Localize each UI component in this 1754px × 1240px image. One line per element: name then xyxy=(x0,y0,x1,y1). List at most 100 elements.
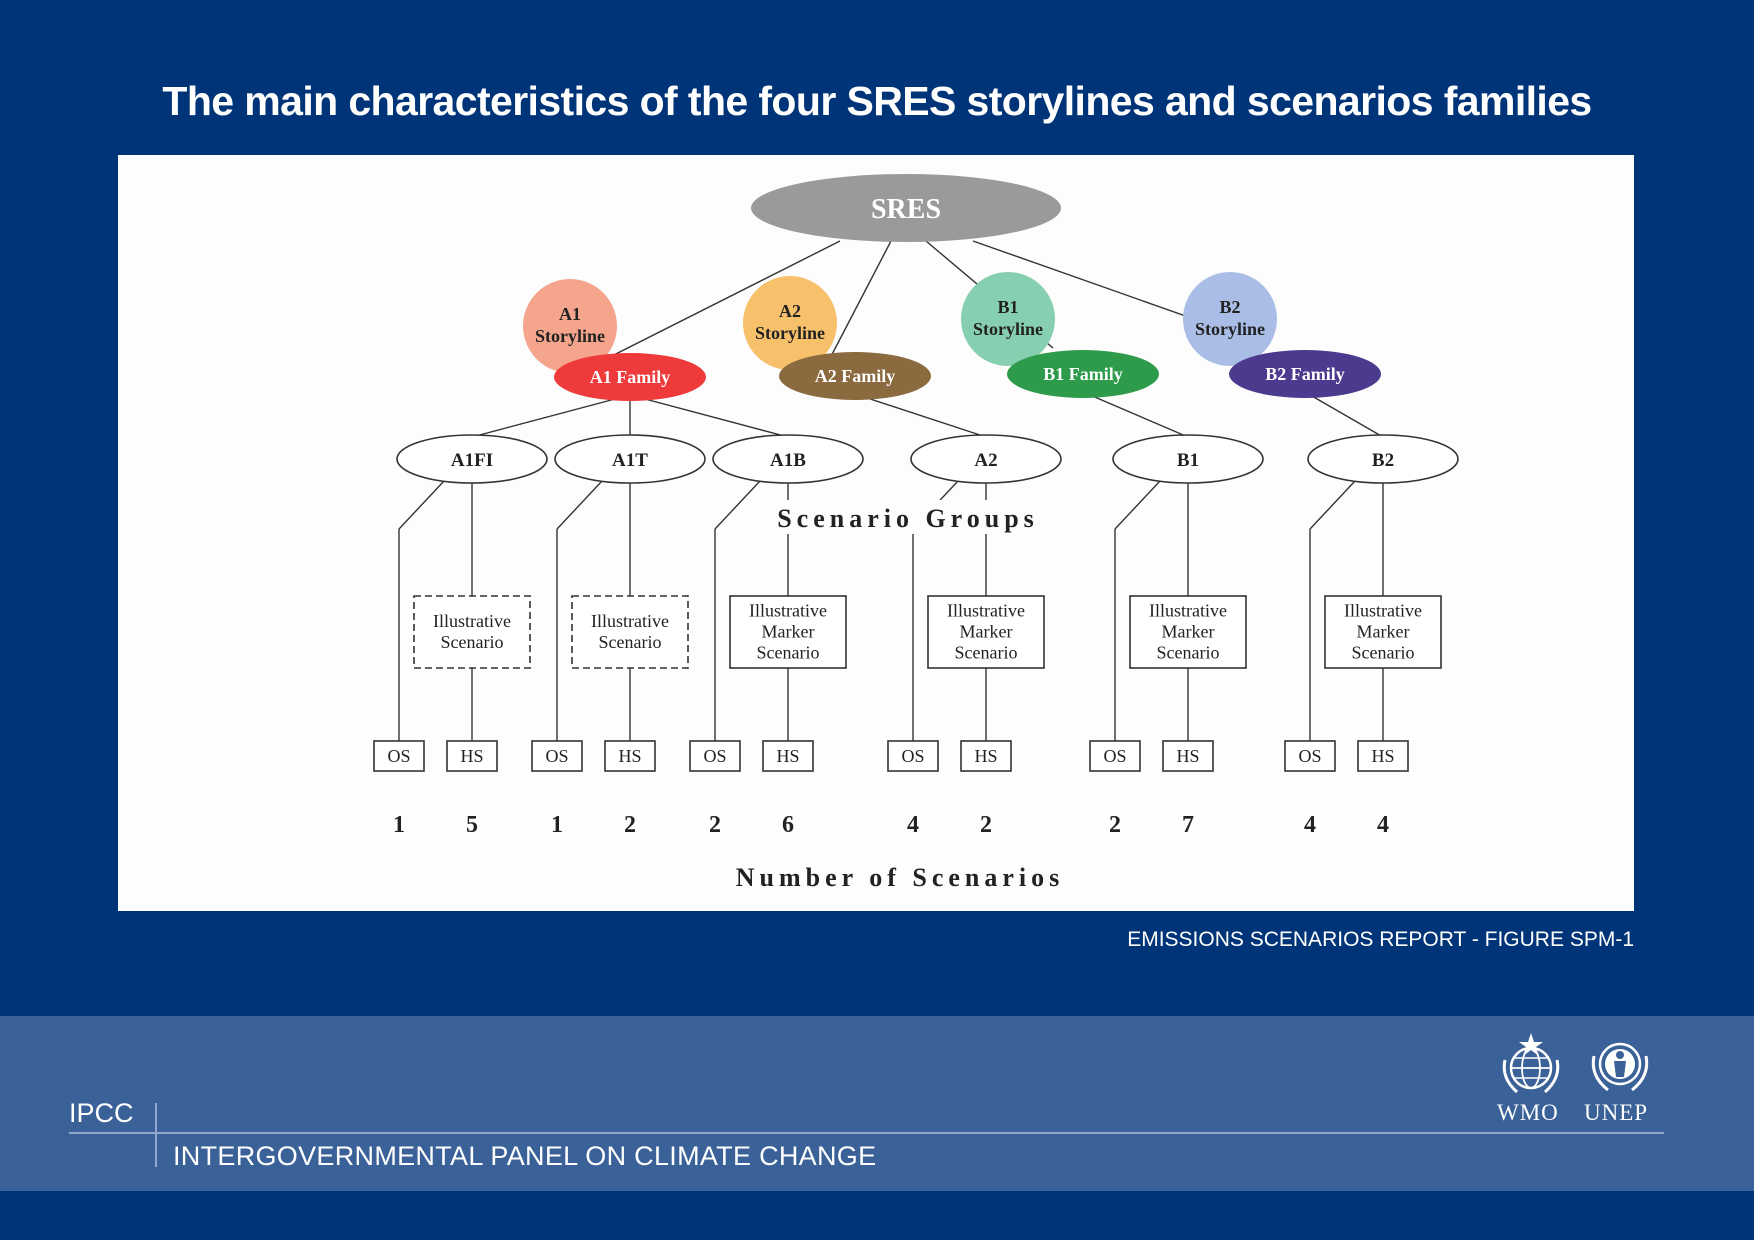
scenario-group-label: A1B xyxy=(770,450,806,471)
os-label: OS xyxy=(387,746,410,766)
illustrative-scenario-label: Scenario xyxy=(441,632,504,652)
os-scenario-count: 2 xyxy=(1109,812,1121,838)
os-scenario-count: 1 xyxy=(393,812,405,838)
illustrative-scenario-box xyxy=(927,595,1045,669)
scenario-group-label: B2 xyxy=(1372,450,1394,471)
family-to-group-line xyxy=(629,394,789,438)
os-box xyxy=(1089,740,1141,772)
illustrative-scenario-box xyxy=(413,595,531,669)
family-ellipse xyxy=(779,352,931,400)
hs-label: HS xyxy=(974,746,997,766)
root-to-family-line xyxy=(589,240,841,368)
family-to-group-line xyxy=(1082,391,1189,438)
illustrative-scenario-label: Illustrative xyxy=(749,601,827,621)
illustrative-scenario-label: Illustrative xyxy=(591,611,669,631)
family-to-group-line xyxy=(1304,391,1384,438)
unep-label: UNEP xyxy=(1584,1100,1649,1125)
group-to-os-line xyxy=(556,480,603,530)
root-to-family-line xyxy=(826,240,892,365)
illustrative-scenario-label: Scenario xyxy=(1157,643,1220,663)
footer-band xyxy=(0,1016,1754,1191)
ipcc-full-name: INTERGOVERNMENTAL PANEL ON CLIMATE CHANG… xyxy=(173,1141,877,1171)
scenario-group-ellipse xyxy=(1307,434,1459,484)
illustrative-scenario-label: Scenario xyxy=(1352,643,1415,663)
illustrative-scenario-label: Illustrative xyxy=(1344,601,1422,621)
os-scenario-count: 2 xyxy=(709,812,721,838)
os-box xyxy=(887,740,939,772)
hs-scenario-count: 4 xyxy=(1377,812,1389,838)
scenario-group-ellipse xyxy=(1112,434,1264,484)
scenario-groups-label: Scenario Groups xyxy=(777,504,1039,533)
family-label: B2 Family xyxy=(1265,364,1345,384)
wmo-emblem-icon xyxy=(1502,1033,1560,1094)
storyline-circle xyxy=(523,279,617,373)
sres-root-label: SRES xyxy=(871,194,941,225)
ipcc-abbreviation: IPCC xyxy=(69,1098,134,1128)
os-box xyxy=(689,740,741,772)
slide-title: The main characteristics of the four SRE… xyxy=(162,78,1592,124)
family-ellipse xyxy=(1007,350,1159,398)
illustrative-scenario-label: Marker xyxy=(960,622,1013,642)
unep-emblem-icon xyxy=(1591,1042,1649,1092)
os-box xyxy=(373,740,425,772)
storyline-circle xyxy=(743,276,837,370)
storyline-circle xyxy=(1183,272,1277,366)
hs-label: HS xyxy=(460,746,483,766)
family-label: A1 Family xyxy=(590,367,671,387)
hs-box xyxy=(1357,740,1409,772)
family-to-group-line xyxy=(854,393,987,438)
os-label: OS xyxy=(1103,746,1126,766)
illustrative-scenario-label: Marker xyxy=(762,622,815,642)
os-label: OS xyxy=(545,746,568,766)
storyline-label: Storyline xyxy=(973,319,1043,339)
scenario-group-label: A1T xyxy=(612,450,648,471)
hs-scenario-count: 2 xyxy=(980,812,992,838)
storyline-label: Storyline xyxy=(755,323,825,343)
storyline-label: Storyline xyxy=(535,326,605,346)
hs-scenario-count: 6 xyxy=(782,812,794,838)
os-scenario-count: 4 xyxy=(1304,812,1316,838)
family-ellipse xyxy=(554,353,706,401)
scenario-group-label: A1FI xyxy=(451,450,493,471)
groups-label-backing xyxy=(758,500,1088,534)
hs-scenario-count: 7 xyxy=(1182,812,1194,838)
scenario-group-label: B1 xyxy=(1177,450,1199,471)
family-to-group-line xyxy=(471,394,631,438)
storyline-label: A2 xyxy=(779,301,801,321)
scenario-group-ellipse xyxy=(554,434,706,484)
os-scenario-count: 4 xyxy=(907,812,919,838)
number-of-scenarios-label: Number of Scenarios xyxy=(736,863,1065,892)
illustrative-scenario-label: Scenario xyxy=(757,643,820,663)
storyline-label: Storyline xyxy=(1195,319,1265,339)
wmo-label: WMO xyxy=(1497,1100,1559,1125)
illustrative-scenario-box xyxy=(1324,595,1442,669)
illustrative-scenario-label: Marker xyxy=(1162,622,1215,642)
hs-label: HS xyxy=(1371,746,1394,766)
hs-scenario-count: 2 xyxy=(624,812,636,838)
hs-box xyxy=(960,740,1012,772)
storyline-label: B2 xyxy=(1219,297,1240,317)
hs-label: HS xyxy=(618,746,641,766)
illustrative-scenario-label: Illustrative xyxy=(1149,601,1227,621)
os-label: OS xyxy=(1298,746,1321,766)
hs-box xyxy=(1162,740,1214,772)
family-ellipse xyxy=(1229,350,1381,398)
os-box xyxy=(531,740,583,772)
os-box xyxy=(1284,740,1336,772)
hs-box xyxy=(604,740,656,772)
group-to-os-line xyxy=(1309,480,1356,530)
storyline-circle xyxy=(961,272,1055,366)
hs-label: HS xyxy=(1176,746,1199,766)
group-to-os-line xyxy=(398,480,445,530)
hs-box xyxy=(762,740,814,772)
illustrative-scenario-label: Scenario xyxy=(599,632,662,652)
family-label: A2 Family xyxy=(815,366,896,386)
scenario-group-label: A2 xyxy=(974,450,997,471)
os-label: OS xyxy=(901,746,924,766)
scenario-group-ellipse xyxy=(910,434,1062,484)
illustrative-scenario-box xyxy=(1129,595,1247,669)
hs-label: HS xyxy=(776,746,799,766)
illustrative-scenario-label: Marker xyxy=(1357,622,1410,642)
